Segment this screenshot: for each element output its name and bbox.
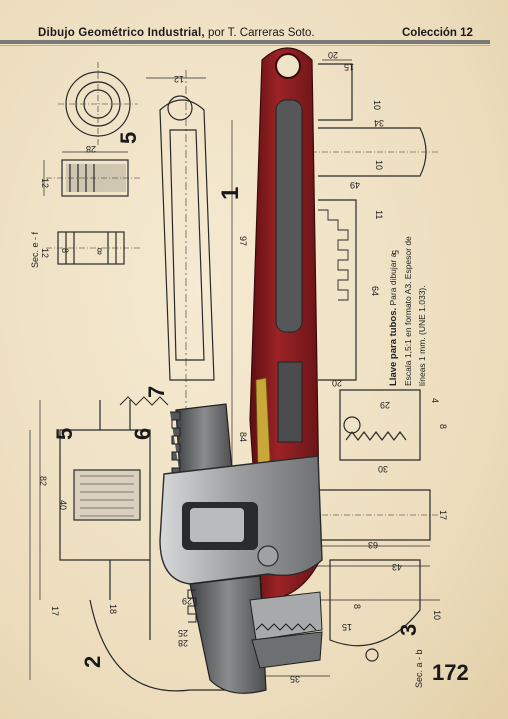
dim-label: 35 [290, 674, 300, 684]
dim-label: 5 [390, 250, 400, 255]
dim-label: 40 [58, 500, 68, 510]
part-number-5-bottom: 5 [52, 428, 77, 440]
caption-line-1-rest: Para dibujar a [388, 252, 398, 308]
header-title: Dibujo Geométrico Industrial, por T. Car… [38, 27, 315, 39]
dim-label: 84 [238, 432, 248, 442]
dim-label: 15 [342, 622, 352, 632]
dim-label: 29 [380, 400, 390, 410]
dim-label: 8 [438, 424, 448, 429]
dim-label: 11 [374, 210, 384, 219]
caption-title: Llave para tubos. [388, 307, 399, 386]
header-rule-thin [0, 45, 490, 46]
dim-label: 43 [392, 562, 402, 572]
dim-label: 8 [352, 604, 362, 609]
dim-label: 29 [182, 596, 192, 606]
header-title-bold: Dibujo Geométrico Industrial, [38, 27, 205, 39]
dim-label: 34 [374, 118, 384, 128]
section-label-ab: Sec. a - b [414, 649, 424, 688]
caption-block: Llave para tubos. Para dibujar a Escala … [386, 196, 450, 386]
header-collection: Colección 12 [402, 27, 473, 39]
wrench-illustration [159, 47, 323, 694]
part-number-6: 6 [130, 428, 155, 440]
jaw-side-view [29, 396, 240, 692]
dim-label: 10 [432, 610, 442, 620]
header-rule [0, 40, 490, 44]
part-number-1: 1 [217, 187, 244, 200]
part-number-5-top: 5 [116, 132, 141, 144]
dim-label: 10 [374, 160, 384, 170]
caption-line-3: líneas 1 mm. (UNE 1.033). [417, 285, 427, 386]
dim-label: 64 [370, 286, 380, 296]
part-number-2: 2 [80, 656, 105, 668]
part-number-7: 7 [144, 386, 169, 398]
dim-label: 10 [372, 100, 382, 110]
dim-label: 49 [350, 180, 360, 190]
dim-label: 30 [378, 464, 388, 474]
header-title-author: por T. Carreras Soto. [204, 27, 315, 39]
dim-label: 97 [238, 236, 248, 246]
dim-label: 20 [332, 378, 342, 388]
caption-line-2: Escala 1,5:1 en formato A3. Espesor de [403, 236, 413, 386]
dim-label: 12 [174, 74, 184, 84]
dim-label: 8 [60, 248, 70, 253]
dim-label: 25 [178, 628, 188, 638]
dim-label: 20 [328, 50, 338, 60]
page-header: Dibujo Geométrico Industrial, por T. Car… [0, 22, 508, 48]
dim-label: 63 [368, 540, 378, 550]
dim-label: 4 [430, 398, 440, 403]
page-number: 172 [432, 660, 469, 685]
dim-label: 18 [108, 604, 118, 614]
dim-label: 82 [38, 476, 48, 486]
dim-label: 17 [50, 606, 60, 616]
dim-label: 17 [438, 510, 448, 520]
nut-section [46, 159, 140, 197]
screw-section [46, 231, 140, 265]
dim-label: 12 [40, 248, 50, 258]
caption-line-1: Llave para tubos. Para dibujar a [386, 196, 401, 386]
right-side-views [300, 63, 440, 662]
dim-label: 28 [178, 638, 188, 648]
ring-view [58, 62, 138, 146]
section-label-ef: Sec. e - f [30, 231, 40, 268]
dim-label: 8 [97, 246, 102, 256]
dim-label: 15 [344, 62, 354, 72]
dim-label: 28 [86, 144, 96, 154]
caption-text: Llave para tubos. Para dibujar a Escala … [386, 196, 429, 386]
part-number-3: 3 [396, 624, 421, 636]
dim-label: 12 [40, 178, 50, 188]
